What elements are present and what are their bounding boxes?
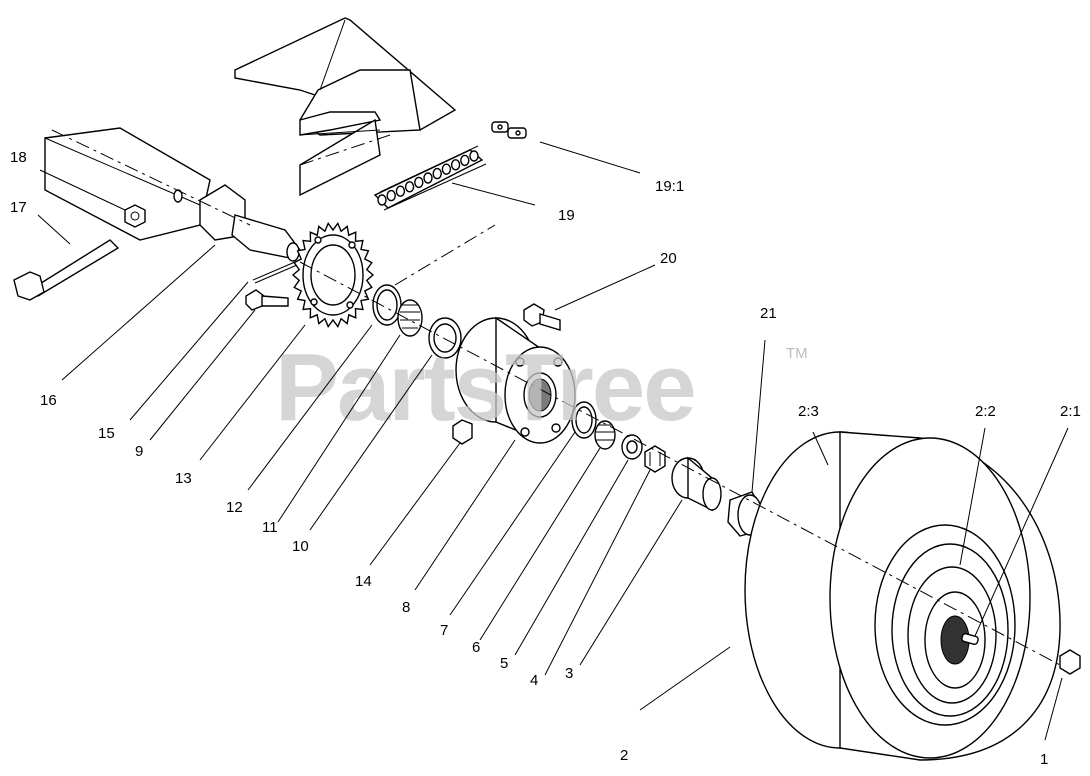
- frame-bracket: [234, 17, 457, 197]
- callout-labels: 18 17 16 15 9 13 12 11 10 14 8 7 6 5 4 3…: [10, 149, 1081, 768]
- label-20: 20: [660, 250, 677, 267]
- chain-roller: [460, 154, 470, 167]
- label-2-3: 2:3: [798, 403, 819, 420]
- label-7: 7: [440, 622, 448, 639]
- callout-leaders: [37, 141, 1069, 741]
- label-2-2: 2:2: [975, 403, 996, 420]
- label-3: 3: [565, 665, 573, 682]
- spacer-10: [428, 317, 462, 359]
- label-11: 11: [262, 519, 278, 536]
- label-5: 5: [500, 655, 508, 672]
- chain-roller: [404, 181, 415, 193]
- sprocket-axis: [394, 224, 496, 286]
- sprocket-13: [291, 221, 375, 329]
- label-2-1: 2:1: [1060, 403, 1081, 420]
- label-8: 8: [402, 599, 410, 616]
- label-13: 13: [175, 470, 192, 487]
- wheel-stud-20: [523, 303, 561, 331]
- bolt-17: [13, 239, 120, 301]
- label-1: 1: [1040, 751, 1048, 768]
- watermark-text: PartsTree: [275, 334, 695, 441]
- chain-19: [373, 145, 487, 211]
- label-15: 15: [98, 425, 115, 442]
- label-2: 2: [620, 747, 628, 764]
- chain-roller: [432, 167, 442, 180]
- label-6: 6: [472, 639, 480, 656]
- label-9: 9: [135, 443, 143, 460]
- chain-roller: [414, 176, 424, 189]
- seal-3: [671, 456, 722, 512]
- label-17: 17: [10, 199, 27, 216]
- label-14: 14: [355, 573, 372, 590]
- chain-roller: [377, 194, 387, 206]
- castle-nut-4: [644, 445, 666, 473]
- label-19-1: 19:1: [655, 178, 684, 195]
- bearing-cup-12: [372, 284, 402, 326]
- label-18: 18: [10, 149, 27, 166]
- label-4: 4: [530, 672, 538, 689]
- lug-nut-1: [1059, 649, 1081, 675]
- watermark-trademark: TM: [786, 345, 808, 362]
- label-16: 16: [40, 392, 57, 409]
- assembly-axis: [51, 129, 1061, 666]
- bolt-9: [245, 289, 289, 311]
- chain-roller: [469, 150, 479, 162]
- label-10: 10: [292, 538, 309, 555]
- hub-8: [455, 316, 576, 444]
- bearing-cup-7: [571, 401, 597, 439]
- wheel-assembly-2: [744, 431, 1061, 761]
- chain-axis: [299, 134, 391, 166]
- chain-roller: [395, 185, 406, 197]
- nut-18: [124, 204, 146, 228]
- master-link-19-1: [491, 121, 527, 139]
- chain-roller: [386, 189, 396, 202]
- label-21: 21: [760, 305, 777, 322]
- label-12: 12: [226, 499, 243, 516]
- cotter-pin-15: [252, 261, 298, 284]
- label-19: 19: [558, 207, 575, 224]
- chain-roller: [441, 163, 452, 175]
- bearing-cone-6: [594, 420, 616, 450]
- lug-nut-14: [452, 419, 473, 445]
- chain-roller: [423, 172, 433, 184]
- chain-roller: [450, 159, 461, 171]
- bearing-cone-11: [397, 299, 423, 337]
- axle-mount: [44, 127, 301, 262]
